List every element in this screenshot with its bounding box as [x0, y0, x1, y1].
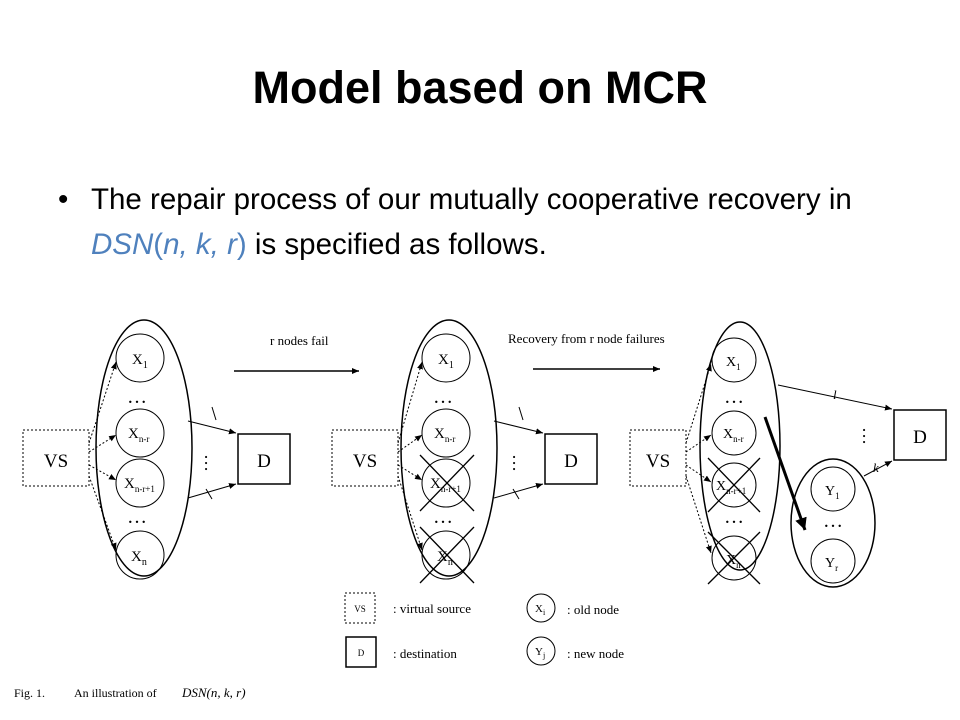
legend-new-node — [526, 636, 556, 666]
node-group-ellipse — [400, 319, 498, 577]
svg-text:…: … — [724, 386, 744, 408]
dots: … — [127, 386, 147, 408]
svg-text:Y1: Y1 — [825, 484, 840, 501]
vs-box — [331, 429, 399, 487]
svg-text:Xi: Xi — [535, 603, 546, 617]
legend-d-desc: : destination — [393, 646, 457, 661]
svg-text:D: D — [564, 451, 578, 472]
arrow-recovery: Recovery from r node failures — [508, 331, 665, 372]
recovery-arrow — [763, 416, 807, 531]
svg-text:…: … — [724, 506, 744, 528]
arrow2-label: Recovery from r node failures — [508, 331, 665, 346]
svg-text:Xn: Xn — [437, 549, 453, 568]
svg-text:Xn-r+1: Xn-r+1 — [716, 479, 746, 496]
node-xn — [115, 530, 165, 580]
legend-vs-box — [344, 592, 376, 624]
svg-text:X1: X1 — [438, 352, 454, 371]
svg-text:Fig. 1.: Fig. 1. — [14, 686, 45, 700]
svg-text:…: … — [859, 427, 879, 445]
dots: … — [127, 506, 147, 528]
node-y1 — [810, 466, 856, 512]
legend: VS : virtual source D : destination Xi :… — [344, 592, 624, 668]
svg-text:X1: X1 — [726, 355, 741, 372]
svg-text:VS: VS — [646, 451, 670, 472]
bullet-text: The repair process of our mutually coope… — [91, 183, 852, 261]
svg-text:D: D — [257, 451, 271, 472]
node-group-ellipse — [699, 321, 781, 571]
panel-initial: VS X1 … Xn-r Xn-r+1 … Xn D … — [22, 319, 291, 580]
node-yr — [810, 538, 856, 584]
svg-text:Yr: Yr — [825, 556, 838, 573]
panel-failure: VS X1 … Xn-r Xn-r+1 … Xn D … — [331, 319, 598, 584]
svg-text:…: … — [201, 454, 221, 472]
node-x1 — [115, 333, 165, 383]
svg-text:Xn-r: Xn-r — [723, 427, 744, 444]
svg-text:Xn-r: Xn-r — [434, 426, 455, 444]
arrow-nodes-fail: r nodes fail — [234, 333, 359, 374]
svg-text:…: … — [433, 506, 453, 528]
svg-text:Xn-r+1: Xn-r+1 — [430, 476, 461, 494]
svg-text:DSN(n, k, r): DSN(n, k, r) — [181, 685, 246, 700]
svg-text:Xn: Xn — [726, 553, 741, 570]
arrow1-label: r nodes fail — [270, 333, 329, 348]
svg-text:An illustration of: An illustration of — [74, 686, 157, 700]
legend-old-node — [526, 593, 556, 623]
svg-text:D: D — [913, 427, 927, 448]
legend-old-desc: : old node — [567, 602, 619, 617]
legend-vs-desc: : virtual source — [393, 601, 471, 616]
node-group-ellipse — [95, 319, 193, 577]
bullet-dot-icon: • — [58, 183, 69, 216]
d-box — [544, 433, 598, 485]
d-box — [893, 409, 947, 461]
node-xnr1 — [115, 458, 165, 508]
svg-text:VS: VS — [353, 451, 377, 472]
svg-text:Xn-r+1: Xn-r+1 — [124, 476, 155, 494]
legend-d-box — [345, 636, 377, 668]
svg-text:…: … — [433, 386, 453, 408]
svg-text:…: … — [509, 454, 529, 472]
new-node-group-ellipse — [790, 458, 876, 588]
svg-text:Xn: Xn — [131, 549, 147, 568]
svg-text:l: l — [833, 387, 837, 402]
svg-text:k: k — [873, 460, 879, 475]
svg-text:Xn-r: Xn-r — [128, 426, 149, 444]
figure-caption: Fig. 1. An illustration of DSN(n, k, r) — [14, 685, 246, 700]
vs-box — [629, 429, 687, 487]
svg-text:VS: VS — [354, 604, 366, 614]
node-xnr — [115, 408, 165, 458]
svg-text:…: … — [823, 510, 843, 532]
svg-text:X1: X1 — [132, 352, 148, 371]
d-box — [237, 433, 291, 485]
vs-label: VS — [44, 451, 68, 472]
svg-text:Yj: Yj — [535, 646, 545, 660]
panel-recovery: VS X1 … Xn-r Xn-r+1 … Xn Y1 … Yr D l — [629, 321, 947, 588]
legend-new-desc: : new node — [567, 646, 624, 661]
vs-box — [22, 429, 90, 487]
svg-text:D: D — [358, 648, 365, 658]
slide-title: Model based on MCR — [252, 62, 708, 113]
